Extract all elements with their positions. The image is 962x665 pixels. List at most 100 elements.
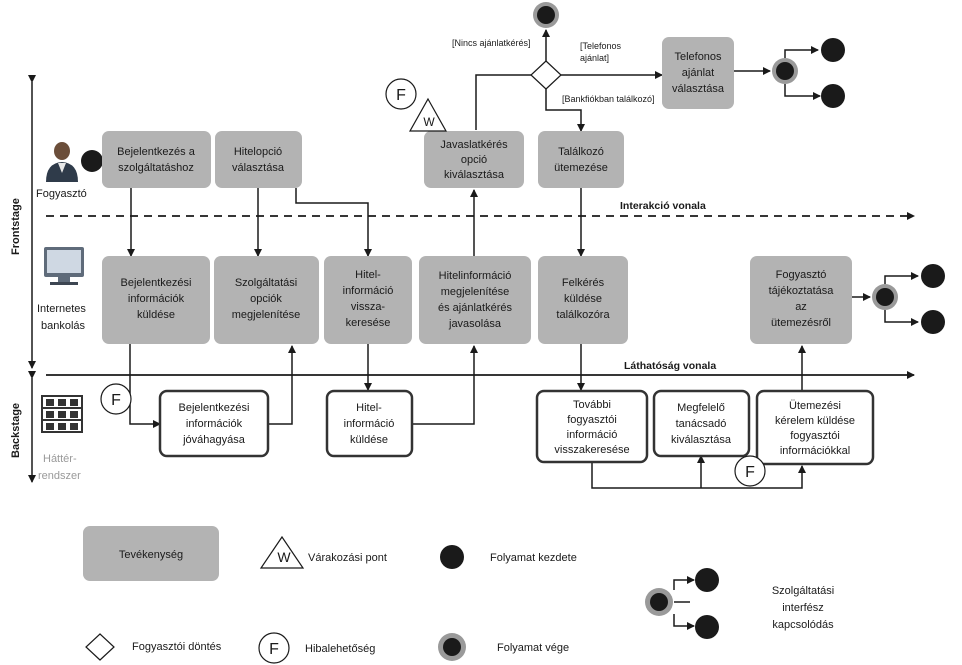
svg-text:Fogyasztó: Fogyasztó <box>776 269 827 281</box>
activity-customer-notify: Fogyasztó tájékoztatása az ütemezésről <box>750 256 852 344</box>
fail-point-schedule: F <box>734 455 766 487</box>
svg-text:fogyasztói: fogyasztói <box>790 430 840 442</box>
customer-actor: Fogyasztó <box>36 142 103 200</box>
svg-text:F: F <box>111 392 121 409</box>
interaction-line: Interakció vonala <box>46 200 915 220</box>
frontstage-label: Frontstage <box>10 198 22 255</box>
svg-text:Megfelelő: Megfelelő <box>677 402 725 414</box>
legend: Tevékenység W Várakozási pont Folyamat k… <box>83 526 834 664</box>
svg-text:szolgáltatáshoz: szolgáltatáshoz <box>118 162 194 174</box>
svg-text:küldése: küldése <box>564 293 602 305</box>
service-interface-right <box>872 264 945 334</box>
svg-text:Hitelinformáció: Hitelinformáció <box>439 270 512 282</box>
customer-label: Fogyasztó <box>36 188 87 200</box>
svg-text:Szolgáltatási: Szolgáltatási <box>772 585 834 597</box>
svg-text:információ: információ <box>343 285 394 297</box>
svg-text:kiválasztása: kiválasztása <box>671 434 732 446</box>
svg-text:W: W <box>423 115 435 129</box>
activity-service-options: Szolgáltatási opciók megjelenítése <box>214 256 319 344</box>
svg-text:Hitel-: Hitel- <box>355 269 381 281</box>
fail-point-login: F <box>100 383 132 415</box>
interaction-line-label: Interakció vonala <box>620 200 706 212</box>
process-end-top <box>533 2 559 28</box>
legend-wait-point: W Várakozási pont <box>259 535 387 569</box>
svg-text:F: F <box>269 641 279 658</box>
connectors <box>127 29 919 489</box>
svg-text:F: F <box>745 464 755 481</box>
svg-text:információ: információ <box>344 418 395 430</box>
legend-service-interface: Szolgáltatási interfész kapcsolódás <box>645 568 834 639</box>
svg-text:kapcsolódás: kapcsolódás <box>772 619 834 631</box>
svg-text:W: W <box>277 549 291 565</box>
svg-text:Hitel-: Hitel- <box>356 402 382 414</box>
server-rack-icon <box>41 395 83 433</box>
backstage-label: Backstage <box>10 403 22 458</box>
svg-text:Felkérés: Felkérés <box>562 277 605 289</box>
svg-text:visszakeresése: visszakeresése <box>554 444 629 456</box>
svg-text:Javaslatkérés: Javaslatkérés <box>440 139 508 151</box>
svg-text:ajánlat: ajánlat <box>682 67 714 79</box>
decision-label-branch: [Bankfiókban találkozó] <box>562 94 655 104</box>
svg-text:Bejelentkezési: Bejelentkezési <box>179 402 250 414</box>
internet-banking-label-1: Internetes <box>37 303 86 315</box>
svg-text:tanácsadó: tanácsadó <box>676 418 727 430</box>
svg-text:kiválasztása: kiválasztása <box>444 169 505 181</box>
svg-text:tájékoztatása: tájékoztatása <box>769 285 835 297</box>
activity-schedule-request: Ütemezési kérelem küldése fogyasztói inf… <box>755 389 875 466</box>
svg-text:Folyamat vége: Folyamat vége <box>497 642 569 654</box>
svg-text:megjelenítése: megjelenítése <box>441 286 510 298</box>
activity-phone-offer: Telefonos ajánlat választása <box>662 37 734 109</box>
svg-text:jóváhagyása: jóváhagyása <box>182 434 246 446</box>
svg-text:Bejelentkezés a: Bejelentkezés a <box>117 146 196 158</box>
svg-text:ütemezése: ütemezése <box>554 162 608 174</box>
backend-label-1: Háttér- <box>43 453 77 465</box>
svg-text:információ: információ <box>567 429 618 441</box>
frontstage-lane: Frontstage <box>10 75 36 369</box>
svg-text:javasolása: javasolása <box>448 318 502 330</box>
person-icon <box>46 142 78 182</box>
svg-text:választása: választása <box>672 83 725 95</box>
activity-loan-info-display: Hitelinformáció megjelenítése és ajánlat… <box>419 256 531 344</box>
activity-loan-info-search: Hitel- információ vissza- keresése <box>324 256 412 344</box>
svg-text:interfész: interfész <box>782 602 824 614</box>
legend-process-start: Folyamat kezdete <box>440 545 577 569</box>
svg-text:Telefonos: Telefonos <box>674 51 722 63</box>
customer-decision-diamond <box>530 60 562 90</box>
legend-customer-decision: Fogyasztói döntés <box>85 633 222 661</box>
legend-activity: Tevékenység <box>83 526 219 581</box>
svg-text:opció: opció <box>461 154 487 166</box>
visibility-line: Láthatóság vonala <box>46 360 915 379</box>
svg-text:választása: választása <box>232 162 285 174</box>
svg-text:küldése: küldése <box>137 309 175 321</box>
decision-label-phone-1: [Telefonos <box>580 41 622 51</box>
service-interface-top <box>772 38 845 108</box>
decision-label-no-offer: [Nincs ajánlatkérés] <box>452 38 531 48</box>
svg-text:információk: információk <box>186 418 243 430</box>
svg-text:Bejelentkezési: Bejelentkezési <box>121 277 192 289</box>
activity-meeting-schedule: Találkozó ütemezése <box>538 131 624 188</box>
svg-text:kérelem küldése: kérelem küldése <box>775 415 855 427</box>
svg-text:Tevékenység: Tevékenység <box>119 549 183 561</box>
svg-text:Várakozási pont: Várakozási pont <box>308 552 387 564</box>
visibility-line-label: Láthatóság vonala <box>624 360 716 372</box>
wait-point-offer: W <box>408 97 448 132</box>
activity-loan-info-send: Hitel- információ küldése <box>325 389 414 458</box>
svg-text:információk: információk <box>128 293 185 305</box>
svg-text:Találkozó: Találkozó <box>558 146 604 158</box>
internet-banking-label-2: bankolás <box>41 320 86 332</box>
svg-text:fogyasztói: fogyasztói <box>567 414 617 426</box>
backstage-lane: Backstage <box>10 371 36 483</box>
svg-text:opciók: opciók <box>250 293 282 305</box>
svg-text:Fogyasztói döntés: Fogyasztói döntés <box>132 641 222 653</box>
process-start-dot <box>81 150 103 172</box>
svg-text:Hibalehetőség: Hibalehetőség <box>305 643 375 655</box>
activity-advisor-select: Megfelelő tanácsadó kiválasztása <box>652 389 751 458</box>
svg-text:küldése: küldése <box>350 434 388 446</box>
backend-label-2: rendszer <box>38 470 81 482</box>
monitor-icon <box>44 247 84 285</box>
svg-text:és ajánlatkérés: és ajánlatkérés <box>438 302 512 314</box>
svg-text:F: F <box>396 87 406 104</box>
activity-loan-option: Hitelopció választása <box>215 131 302 188</box>
fail-point-offer: F <box>385 78 417 110</box>
